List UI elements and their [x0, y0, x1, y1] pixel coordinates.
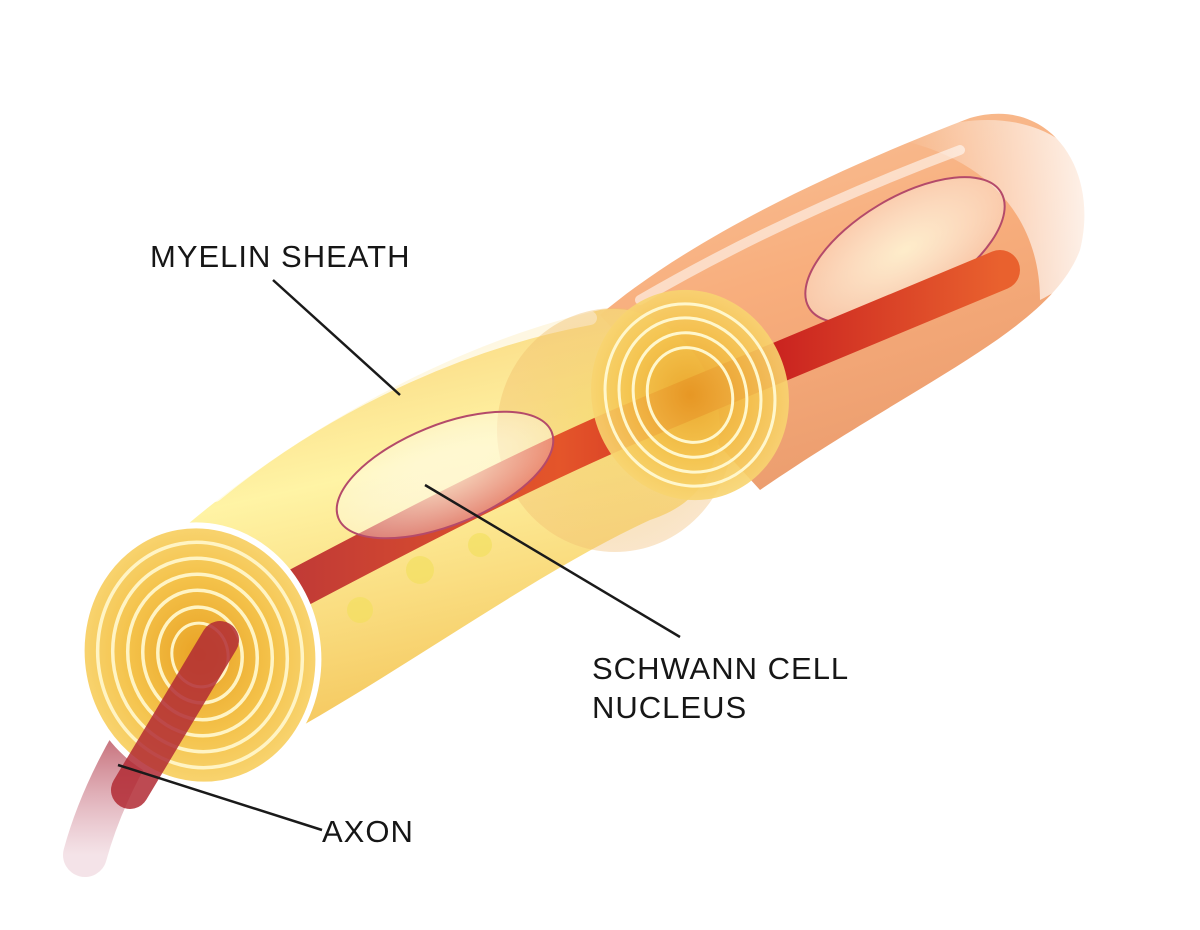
myelin-sheath-label: MYELIN SHEATH — [150, 239, 411, 274]
node-cross-section-rings — [591, 289, 789, 501]
schwann-label-line2: NUCLEUS — [592, 689, 748, 725]
schwann-cell-nucleus — [335, 410, 555, 540]
schwann-cell-leader-line — [424, 483, 681, 639]
schwann-cell-nucleus-label: SCHWANN CELL NUCLEUS — [592, 650, 849, 728]
axon-label: AXON — [322, 814, 414, 849]
schwann-label-line1: SCHWANN CELL — [592, 651, 850, 686]
myelin-sheath-leader-line — [272, 279, 401, 396]
axon-leader-line — [117, 763, 323, 832]
